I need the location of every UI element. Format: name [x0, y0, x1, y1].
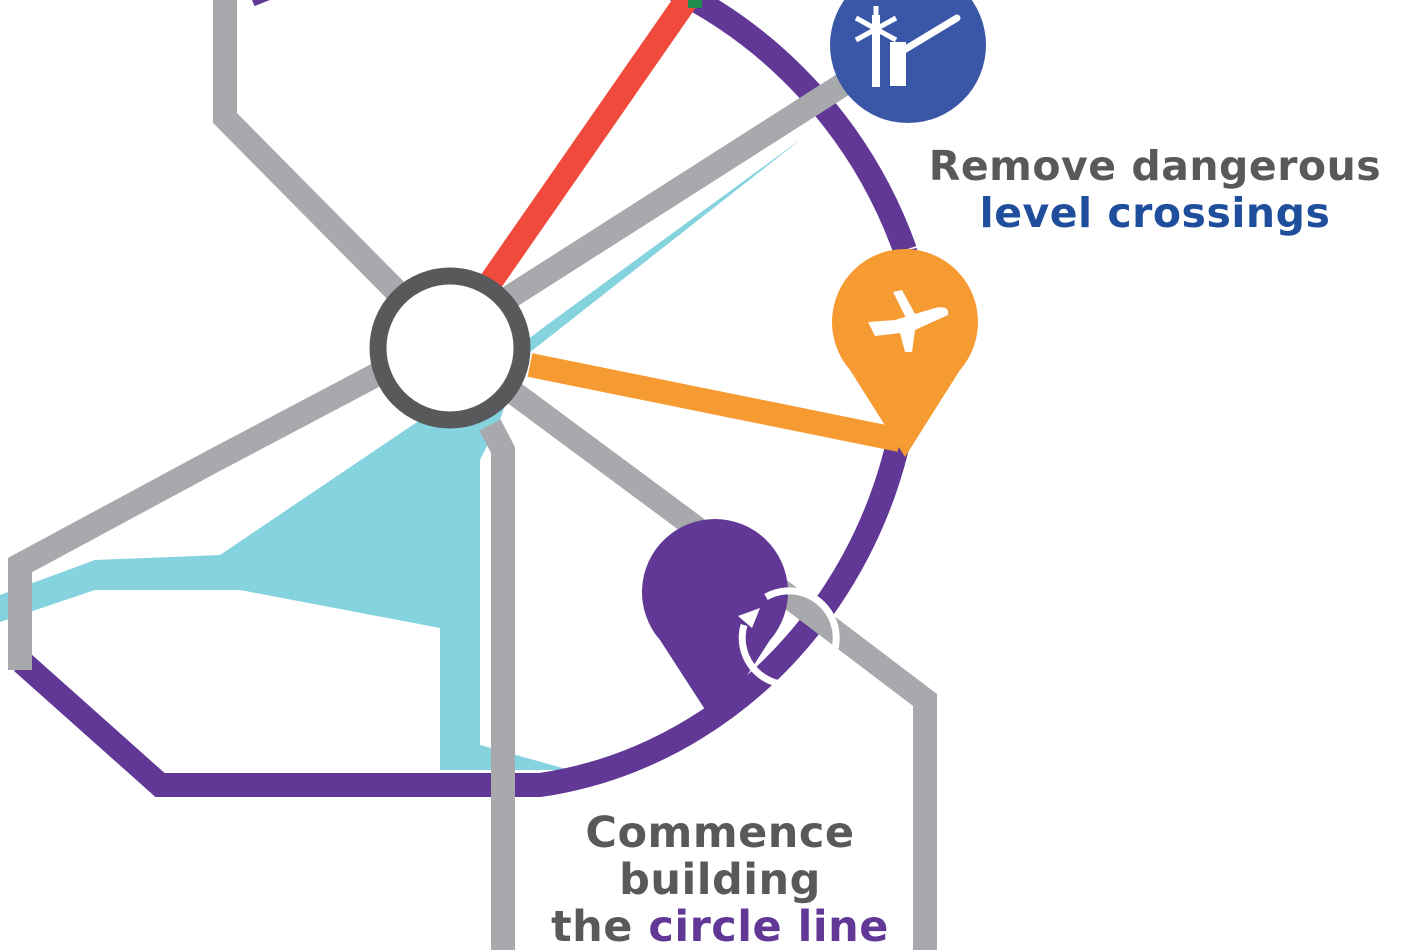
level-crossing-barrier-icon: [854, 6, 961, 87]
level-crossings-caption: Remove dangerous level crossings: [905, 146, 1405, 234]
caption-line-3-highlight: circle line: [648, 902, 889, 952]
grey-rail-lines: [8, 0, 937, 950]
caption-line-3-prefix: the: [551, 902, 649, 952]
caption-line-1: Commence: [585, 808, 855, 858]
circle-line-marker[interactable]: [642, 519, 840, 725]
bay-water: [0, 140, 800, 770]
red-rail-line: [475, 0, 702, 297]
caption-line-1: Remove dangerous: [928, 142, 1382, 190]
central-hub: [369, 267, 531, 429]
level-crossing-marker[interactable]: [830, 0, 986, 123]
caption-line-3: the circle line: [530, 906, 910, 949]
caption-line-2: building: [619, 855, 821, 905]
caption-line-2: level crossings: [979, 189, 1331, 237]
airplane-icon: [868, 290, 949, 352]
circle-line-caption: Commence building the circle line: [530, 808, 910, 949]
circular-arrow-icon: [738, 587, 840, 689]
airport-rail-line: [527, 353, 903, 452]
airport-marker[interactable]: [831, 248, 978, 457]
